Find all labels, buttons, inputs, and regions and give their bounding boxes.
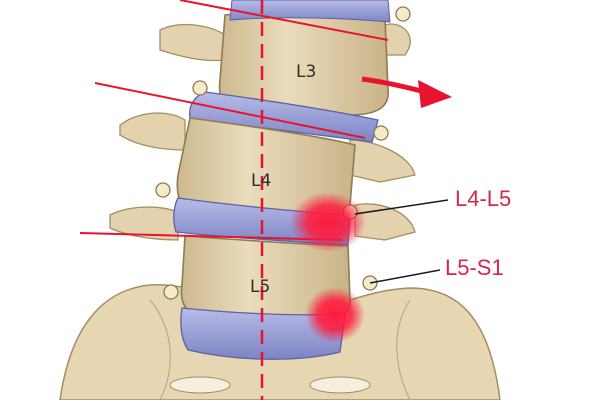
callout-l4-l5: L4-L5 [455,186,511,211]
pain-marker-l4-l5 [290,192,366,252]
callout-l5-s1: L5-S1 [445,255,504,280]
transverse-processes [109,23,416,241]
slip-direction-arrow-icon [361,76,452,108]
label-l5: L5 [250,277,270,297]
callout-pointers [354,199,449,284]
pain-markers [290,192,366,343]
disc-l3-l4 [189,91,379,143]
label-l3: L3 [296,62,316,82]
pain-marker-l5-s1 [305,287,365,343]
label-l4: L4 [251,171,271,191]
